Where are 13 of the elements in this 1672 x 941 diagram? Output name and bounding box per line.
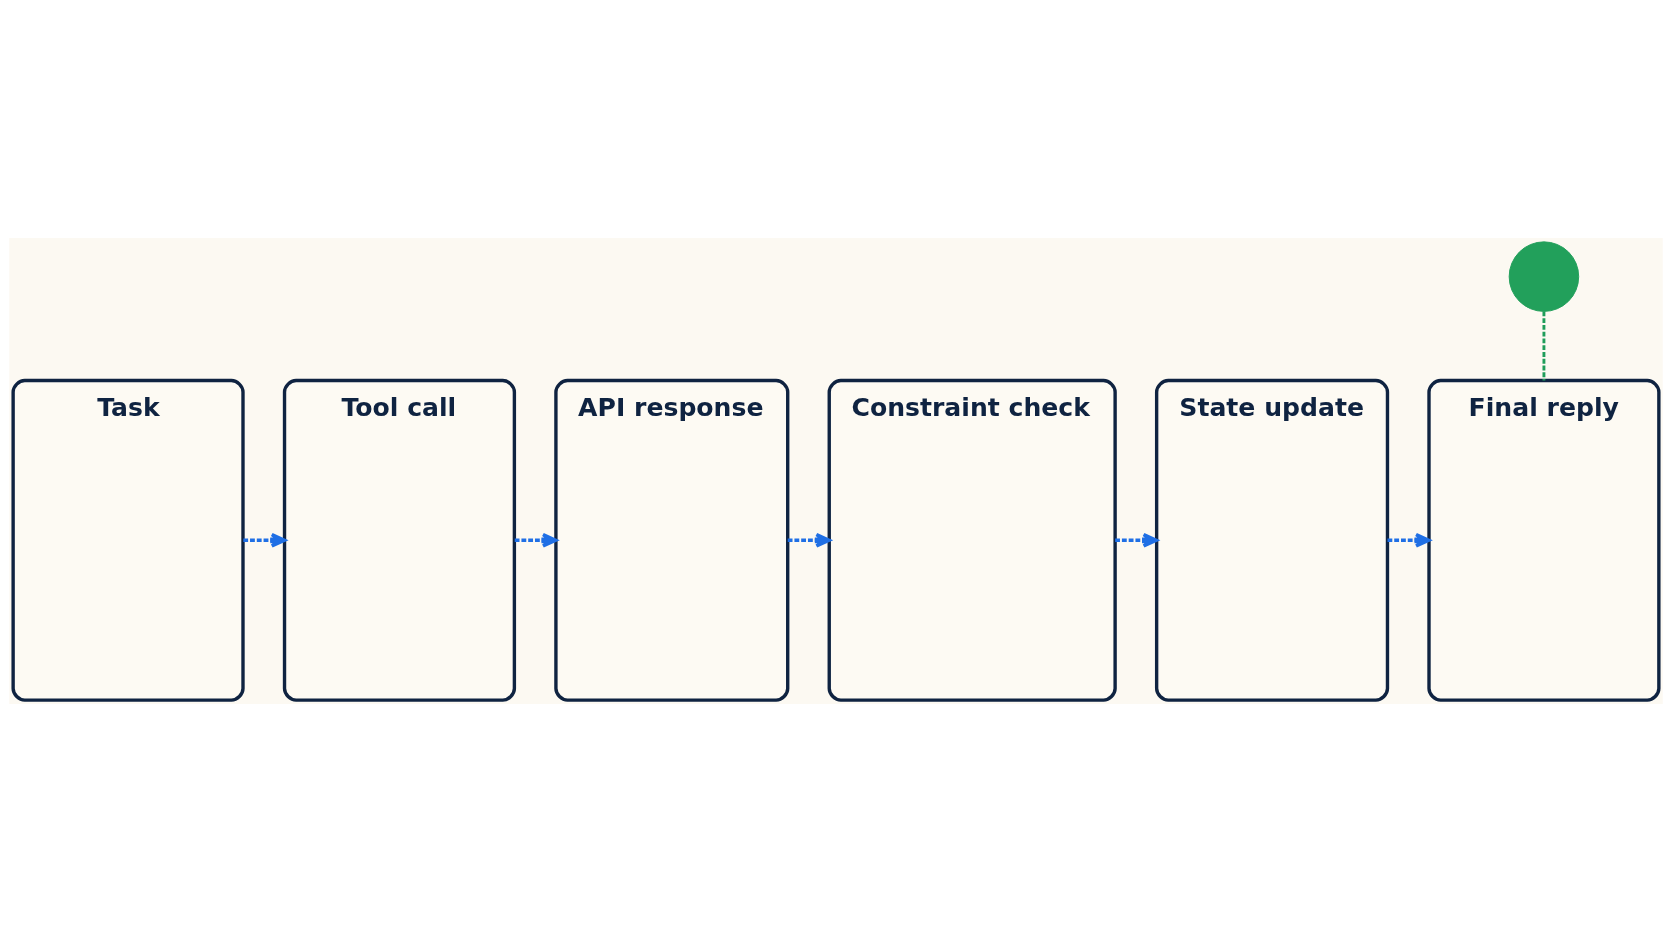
node-box: Tool call xyxy=(282,378,517,702)
connector xyxy=(1542,311,1546,380)
arrow xyxy=(1115,532,1158,548)
node-box: API response xyxy=(554,378,790,702)
arrow xyxy=(514,532,558,548)
arrow xyxy=(243,532,287,548)
arrow xyxy=(787,532,831,548)
node-circle xyxy=(1508,240,1580,312)
arrow xyxy=(1387,532,1431,548)
node-box: State update xyxy=(1154,378,1390,702)
node-box: Constraint check xyxy=(827,378,1117,702)
node-box: Task xyxy=(11,378,245,702)
node-box: Final reply xyxy=(1427,378,1661,702)
